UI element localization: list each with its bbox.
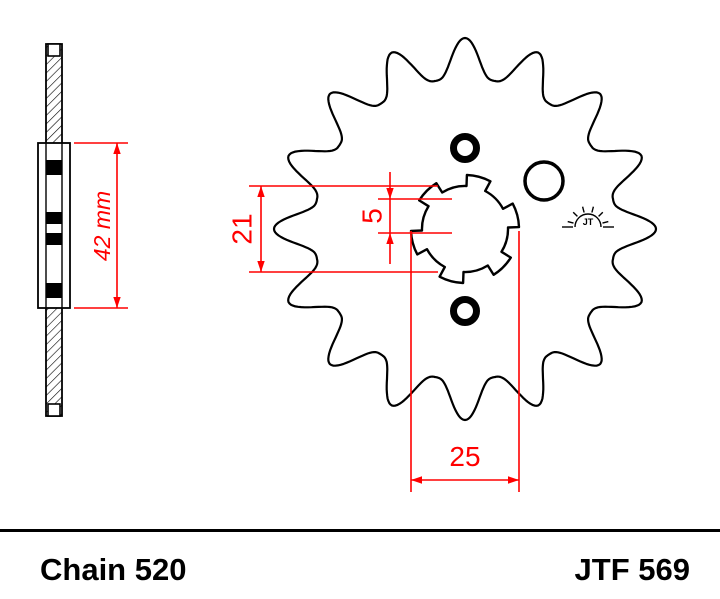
jt-sun-logo: JT <box>562 206 614 228</box>
title-block: Chain 520 JTF 569 <box>0 529 720 587</box>
spline-bore <box>409 173 521 285</box>
arrowhead-down <box>113 297 121 308</box>
arrowhead-up <box>113 143 121 154</box>
dim-5-label: 5 <box>356 208 387 224</box>
dim-42-label: 42 mm <box>89 191 115 261</box>
arrowhead-down <box>257 261 265 272</box>
side-view-bottom-tip <box>47 403 61 417</box>
logo-brand-text: JT <box>583 217 594 227</box>
chain-size-label: Chain 520 <box>40 552 186 587</box>
arrowhead-left <box>411 476 422 484</box>
arrowhead-down <box>386 188 394 199</box>
logo-sun-rays <box>567 206 609 224</box>
lightening-hole <box>523 160 565 202</box>
dimension-42mm: 42 mm <box>74 142 128 309</box>
logo-sun-arc <box>574 213 602 228</box>
arrowhead-right <box>508 476 519 484</box>
sprocket-side-view <box>37 43 71 417</box>
bolt-hole-bottom <box>450 296 480 326</box>
dimension-25: 25 <box>410 231 520 492</box>
part-number-label: JTF 569 <box>575 552 690 587</box>
dimension-21: 21 <box>226 185 438 273</box>
bolt-hole-top <box>450 133 480 163</box>
dim-21-label: 21 <box>226 213 257 244</box>
dim-25-label: 25 <box>449 441 480 472</box>
side-view-top-tip <box>47 43 61 57</box>
hub-spline-blocks <box>46 160 62 298</box>
side-view-hub <box>37 142 71 309</box>
arrowhead-up <box>386 233 394 244</box>
arrowhead-up <box>257 186 265 197</box>
footer-divider <box>0 529 720 532</box>
sprocket-front-view: JT <box>272 36 658 422</box>
dimension-5: 5 <box>356 172 452 264</box>
